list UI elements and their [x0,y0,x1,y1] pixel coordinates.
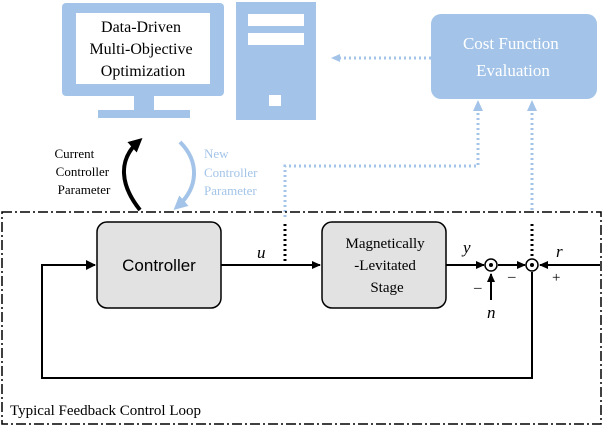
e-to-cost-arrowhead [527,100,537,111]
cost-function-label: Cost Function Evaluation [463,34,563,80]
signal-r-label: r [556,242,563,261]
cost-function-block [431,14,597,99]
minus-sign-error: – [507,269,516,285]
computer-tower-icon [236,2,316,120]
new-parameter-arrow [173,140,196,211]
stage-label: Magnetically -Levitated Stage [346,236,429,296]
feedback-arrowhead [86,260,96,270]
controller-label: Controller [122,256,196,275]
new-parameter-label: New Controller Parameter [204,146,261,198]
signal-u-label: u [257,243,266,262]
error-summing-junction [525,258,539,272]
current-parameter-label: Current Controller Parameter [55,146,113,197]
u-to-cost-dotted-line [283,110,480,217]
current-parameter-arrow [122,137,143,212]
loop-caption: Typical Feedback Control Loop [10,403,201,419]
monitor-icon [62,3,224,118]
u-to-cost-arrowhead [473,100,483,111]
control-loop-boundary [1,211,602,425]
feedback-path-line [41,264,533,379]
minus-sign-noise: – [473,280,482,296]
noise-summing-junction [484,258,498,272]
signal-y-label: y [461,238,471,257]
plus-sign-reference: + [552,270,560,286]
signal-n-label: n [487,303,496,322]
optimization-label: Data-Driven Multi-Objective Optimization [89,19,196,80]
